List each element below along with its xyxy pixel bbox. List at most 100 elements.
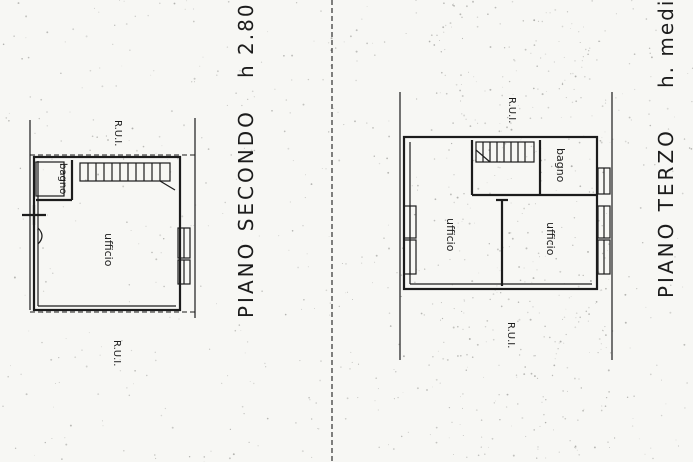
- noise-dot: [463, 192, 465, 195]
- noise-dot: [160, 414, 163, 417]
- noise-dot: [543, 413, 545, 416]
- noise-dot: [338, 305, 340, 308]
- noise-dot: [24, 294, 26, 296]
- noise-dot: [444, 219, 447, 222]
- noise-dot: [520, 139, 522, 141]
- noise-dot: [582, 274, 584, 277]
- noise-dot: [541, 231, 543, 233]
- noise-dot: [338, 159, 341, 162]
- noise-dot: [660, 414, 663, 417]
- noise-dot: [443, 2, 445, 5]
- noise-dot: [475, 409, 478, 411]
- noise-dot: [19, 167, 22, 170]
- noise-dot: [539, 425, 541, 427]
- noise-dot: [411, 185, 413, 187]
- noise-dot: [492, 293, 495, 295]
- noise-dot: [177, 158, 179, 160]
- noise-dot: [42, 290, 45, 292]
- noise-dot: [518, 354, 521, 356]
- noise-dot: [557, 348, 559, 350]
- noise-dot: [386, 157, 388, 160]
- noise-dot: [450, 26, 452, 28]
- noise-dot: [303, 298, 305, 301]
- noise-dot: [492, 329, 494, 331]
- noise-dot: [306, 253, 308, 255]
- noise-dot: [677, 445, 680, 447]
- noise-dot: [222, 213, 224, 214]
- noise-dot: [460, 396, 461, 398]
- noise-dot: [372, 126, 374, 129]
- noise-dot: [499, 104, 501, 106]
- noise-dot: [253, 96, 255, 98]
- noise-dot: [61, 458, 63, 460]
- noise-dot: [570, 165, 573, 168]
- noise-dot: [478, 272, 480, 274]
- noise-dot: [158, 135, 161, 138]
- noise-dot: [645, 306, 647, 308]
- noise-dot: [573, 88, 575, 90]
- noise-dot: [481, 436, 483, 438]
- noise-dot: [565, 97, 567, 99]
- noise-dot: [446, 157, 448, 159]
- noise-dot: [361, 262, 363, 264]
- noise-dot: [64, 437, 66, 439]
- noise-dot: [119, 0, 121, 1]
- noise-dot: [114, 24, 116, 26]
- noise-dot: [301, 308, 303, 310]
- noise-dot: [27, 56, 30, 59]
- noise-dot: [462, 407, 463, 409]
- noise-dot: [457, 222, 459, 224]
- noise-dot: [125, 23, 128, 25]
- plan-title-second: PIANO SECONDO: [234, 109, 258, 318]
- noise-dot: [452, 326, 455, 329]
- noise-dot: [517, 301, 520, 304]
- noise-dot: [388, 312, 391, 314]
- noise-dot: [604, 131, 606, 133]
- noise-dot: [193, 225, 195, 227]
- noise-dot: [227, 375, 229, 377]
- noise-dot: [299, 360, 301, 362]
- noise-dot: [446, 358, 449, 361]
- noise-dot: [445, 24, 447, 27]
- noise-dot: [468, 71, 469, 73]
- noise-dot: [162, 237, 165, 240]
- noise-dot: [634, 88, 636, 91]
- noise-dot: [271, 109, 273, 112]
- noise-dot: [650, 447, 652, 449]
- noise-dot: [545, 12, 547, 14]
- room-label-office-right-third: ufficio: [544, 222, 557, 256]
- noise-dot: [597, 351, 599, 354]
- noise-dot: [283, 130, 286, 133]
- noise-dot: [529, 300, 531, 303]
- noise-dot: [473, 76, 475, 78]
- noise-dot: [96, 136, 98, 138]
- noise-dot: [544, 279, 546, 281]
- noise-dot: [558, 41, 560, 42]
- noise-dot: [643, 164, 645, 166]
- noise-dot: [559, 340, 562, 343]
- noise-dot: [561, 226, 563, 228]
- noise-dot: [527, 231, 529, 234]
- noise-dot: [188, 456, 191, 458]
- noise-dot: [661, 379, 662, 381]
- noise-dot: [514, 60, 516, 62]
- noise-dot: [573, 217, 576, 219]
- noise-dot: [571, 101, 574, 104]
- noise-dot: [563, 56, 565, 58]
- noise-dot: [357, 397, 359, 399]
- noise-dot: [461, 95, 464, 97]
- noise-dot: [600, 348, 602, 350]
- noise-dot: [656, 364, 658, 367]
- noise-dot: [205, 182, 207, 184]
- noise-dot: [515, 374, 518, 376]
- noise-dot: [648, 47, 651, 50]
- noise-dot: [519, 348, 522, 351]
- noise-dot: [541, 93, 544, 96]
- noise-dot: [515, 70, 517, 72]
- noise-dot: [41, 341, 43, 344]
- window-third-left: [403, 205, 417, 275]
- noise-dot: [388, 135, 390, 138]
- noise-dot: [558, 342, 560, 344]
- noise-dot: [494, 6, 497, 9]
